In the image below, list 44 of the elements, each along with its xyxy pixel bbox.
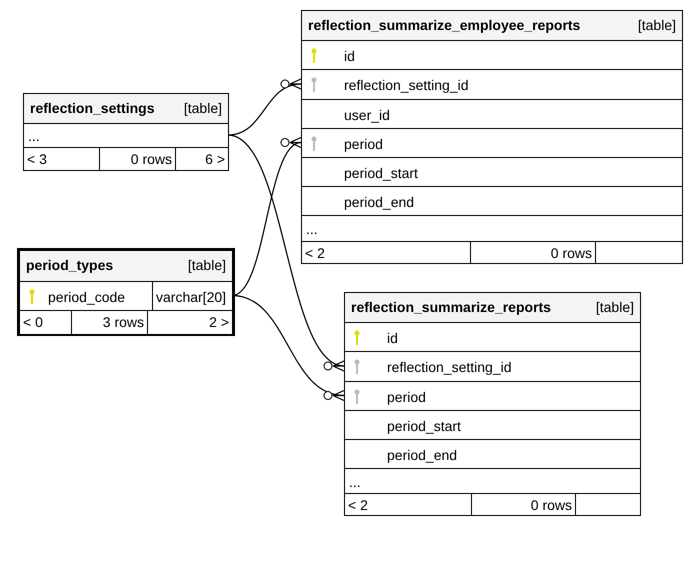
table-name: period_types [26, 257, 114, 273]
footer-text: < 3 [27, 151, 47, 167]
footer-text: 0 rows [130, 151, 172, 167]
table-name: reflection_summarize_employee_reports [308, 17, 580, 33]
relationship-line [228, 134, 346, 372]
table-footer [24, 147, 228, 170]
column-type: varchar[20] [156, 289, 226, 305]
more-columns: ... [306, 221, 318, 237]
table-type: [table] [188, 257, 226, 273]
table-box [17, 248, 235, 336]
footer-text: < 0 [23, 314, 43, 330]
column-name: period_start [387, 418, 461, 434]
table-footer [302, 241, 682, 263]
table-footer [20, 310, 232, 334]
column-row [20, 281, 232, 310]
footer-text: 6 > [205, 151, 225, 167]
footer-text: 0 rows [530, 497, 572, 513]
column-name: id [387, 330, 398, 346]
table-footer [345, 493, 640, 515]
column-name: period_start [344, 165, 418, 181]
more-columns: ... [28, 128, 40, 144]
column-name: period [344, 136, 383, 152]
table-box [344, 292, 641, 516]
column-name: user_id [344, 107, 390, 123]
footer-text: 0 rows [550, 245, 592, 261]
footer-text: < 2 [348, 497, 368, 513]
column-name: reflection_setting_id [344, 77, 469, 93]
table-box [23, 93, 229, 171]
footer-text: 2 > [209, 314, 229, 330]
table-name: reflection_summarize_reports [351, 299, 551, 315]
table-box [301, 10, 683, 264]
table-type: [table] [638, 17, 676, 33]
column-name: period_end [344, 194, 414, 210]
table-type: [table] [184, 100, 222, 116]
column-name: id [344, 48, 355, 64]
table-type: [table] [596, 299, 634, 315]
table-name: reflection_settings [30, 100, 154, 116]
footer-text: 3 rows [102, 314, 144, 330]
column-name: period_code [48, 289, 126, 305]
footer-text: < 2 [305, 245, 325, 261]
more-columns: ... [349, 474, 361, 490]
column-name: period [387, 389, 426, 405]
column-name: reflection_setting_id [387, 359, 512, 375]
column-name: period_end [387, 447, 458, 463]
